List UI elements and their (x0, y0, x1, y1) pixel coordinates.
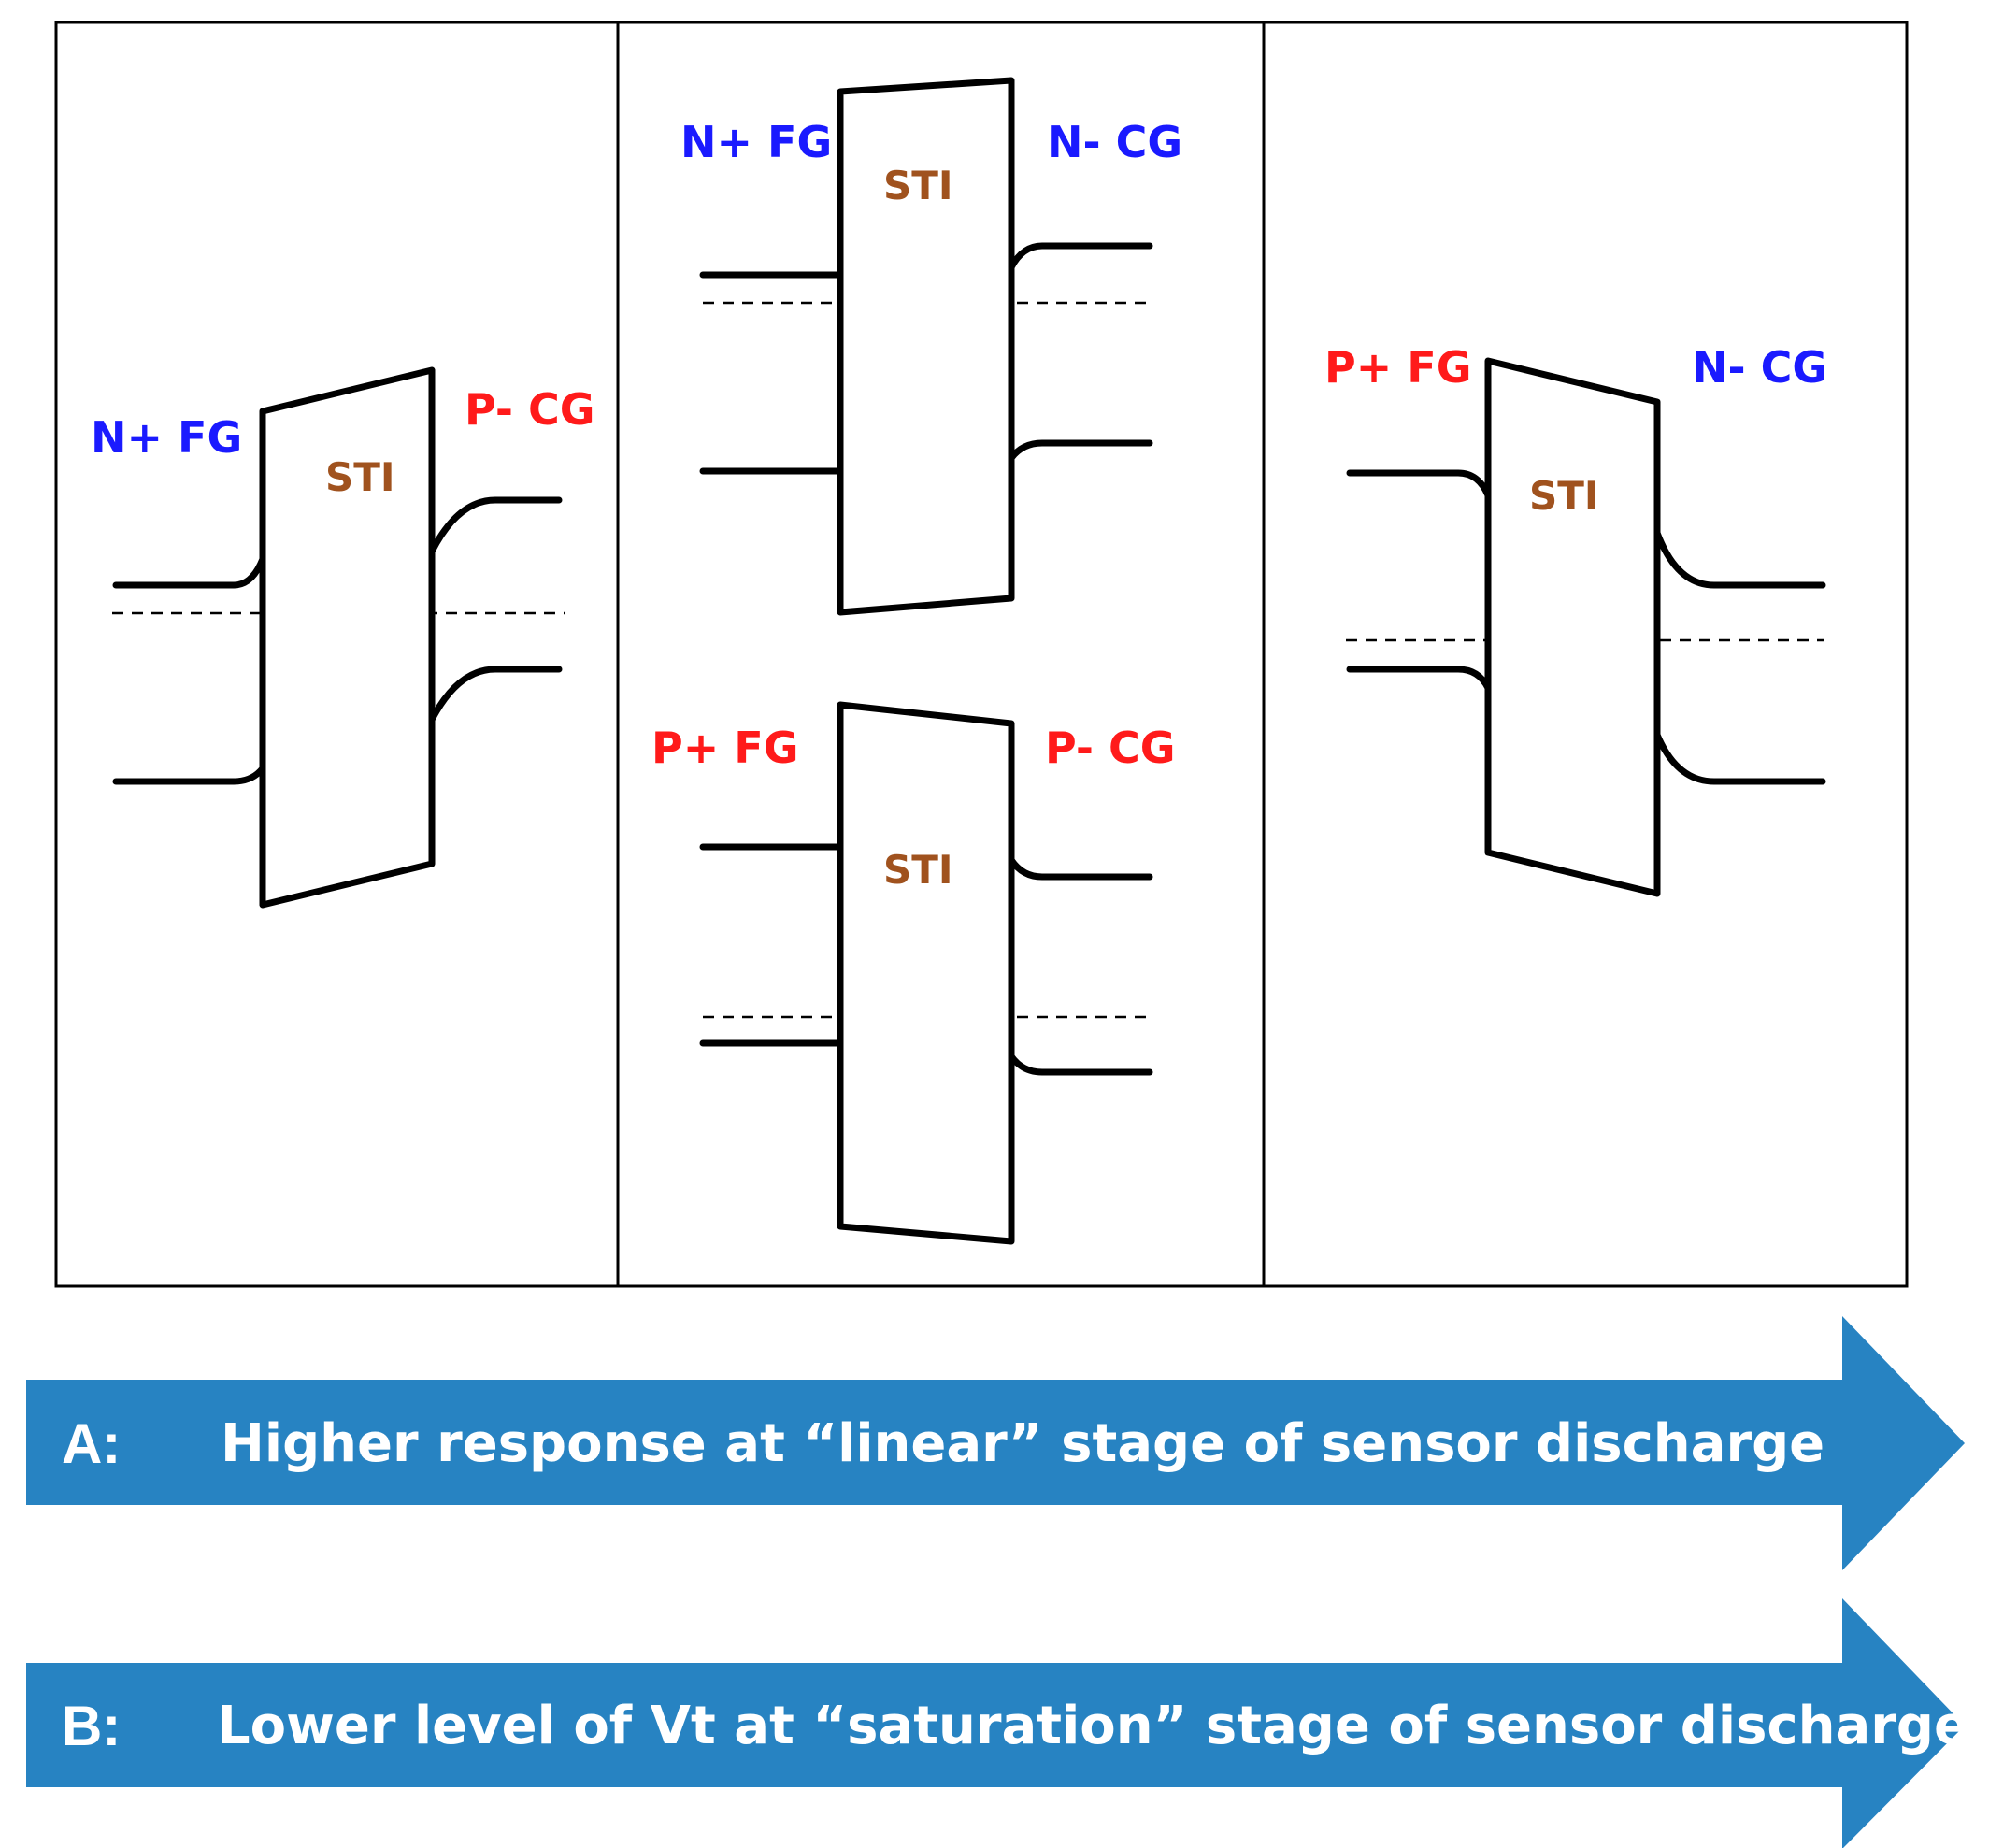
cg-band-upper (1653, 529, 1826, 589)
sti-block (1484, 357, 1661, 897)
fg-label: P+ FG (1324, 342, 1471, 393)
arrow-a-key: A: (62, 1412, 121, 1475)
cg-band-upper (428, 496, 563, 555)
cg-label: N- CG (1692, 342, 1827, 393)
fg-band-upper (112, 555, 266, 589)
sti-block (259, 366, 436, 909)
sti-block (837, 701, 1015, 1245)
sti-label: STI (883, 847, 953, 893)
panel-1: N+ FG P- CG STI (91, 366, 595, 909)
fg-label: N+ FG (91, 412, 242, 463)
panel-2-bottom: P+ FG P- CG STI (651, 701, 1176, 1245)
outer-border (54, 21, 1909, 1288)
cg-band-lower (1008, 1053, 1153, 1076)
cg-band-lower (1653, 731, 1826, 785)
cg-band-lower (428, 666, 563, 723)
arrow-a-shape (26, 1316, 1965, 1570)
panel-3: P+ FG N- CG STI (1324, 342, 1827, 897)
cg-band-upper (1008, 242, 1153, 271)
cg-band-lower (1008, 439, 1153, 462)
cg-label: P- CG (465, 384, 595, 435)
arrow-a-text: Higher response at “linear” stage of sen… (221, 1413, 1824, 1474)
arrow-b-text: Lower level of Vt at “saturation” stage … (217, 1696, 1969, 1756)
fg-band-lower (112, 765, 266, 785)
sti-label: STI (883, 163, 953, 208)
sti-label: STI (1529, 473, 1599, 519)
fg-label: P+ FG (651, 723, 798, 773)
cg-label: N- CG (1047, 117, 1182, 167)
fg-band-lower (1346, 666, 1492, 692)
arrow-b-key: B: (62, 1695, 121, 1757)
arrow-b-shape (26, 1598, 1965, 1848)
cg-band-upper (1008, 856, 1153, 881)
fg-label: N+ FG (680, 117, 832, 167)
fg-band-upper (1346, 469, 1492, 499)
arrow-a: A: Higher response at “linear” stage of … (26, 1316, 1965, 1570)
sti-block (837, 77, 1015, 616)
panel-2-top: N+ FG N- CG STI (680, 77, 1182, 616)
arrow-b: B: Lower level of Vt at “saturation” sta… (26, 1598, 1969, 1848)
sti-label: STI (325, 454, 395, 500)
panel-frame (54, 21, 1909, 1288)
cg-label: P- CG (1045, 723, 1176, 773)
